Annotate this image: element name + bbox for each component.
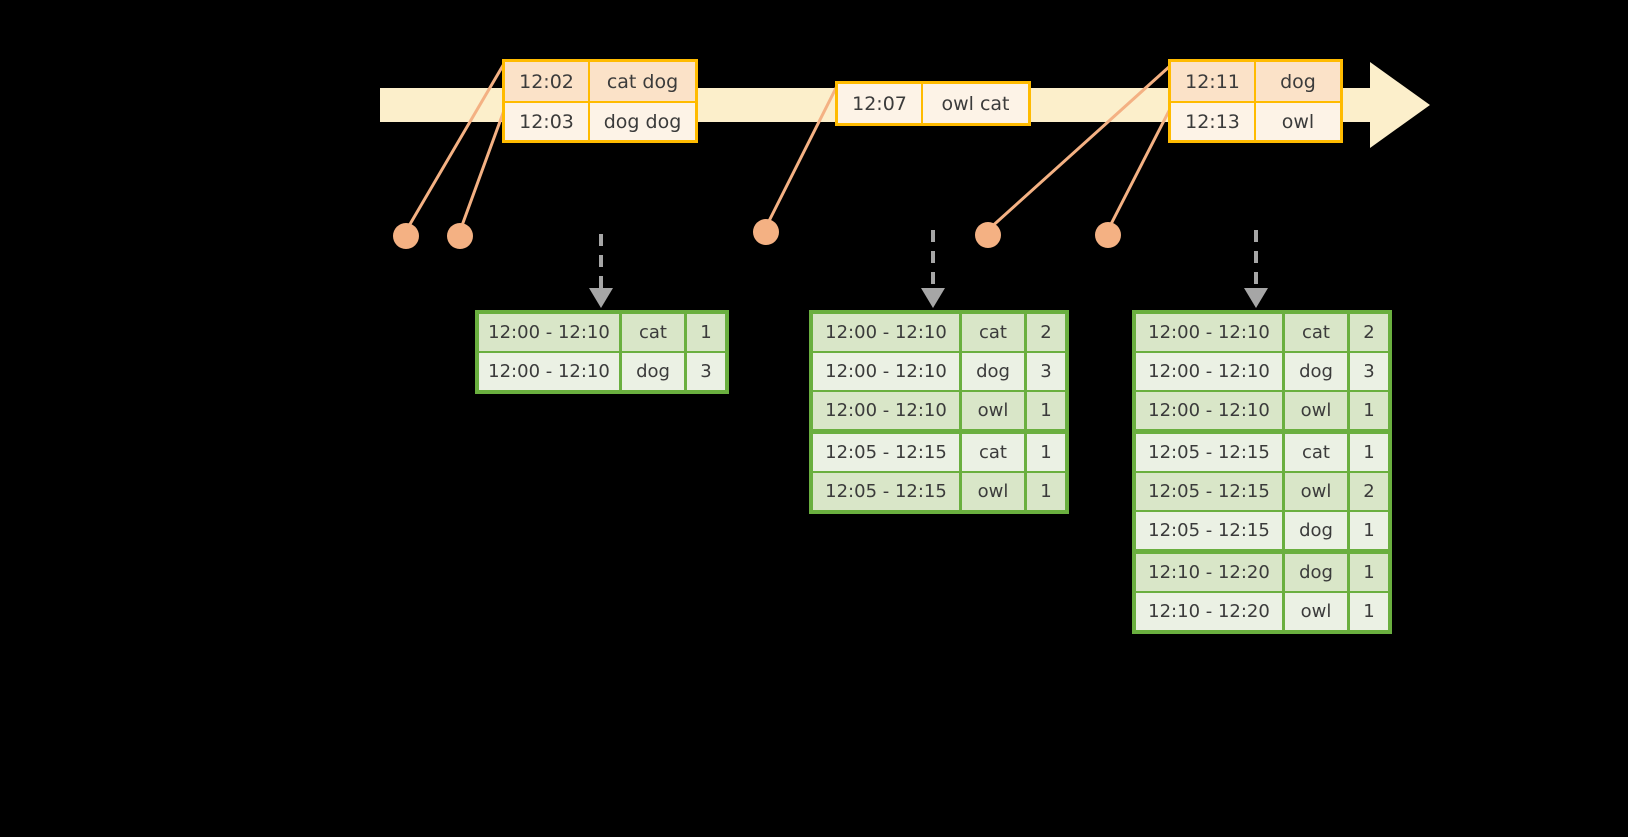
count-cell: 3 (1027, 353, 1065, 390)
count-cell: 1 (1350, 554, 1388, 591)
key-cell: owl (1285, 392, 1347, 429)
event-group-1[interactable]: 12:02 cat dog 12:03 dog dog (502, 59, 698, 143)
event-row[interactable]: 12:07 owl cat (838, 84, 1028, 123)
table-row[interactable]: 12:00 - 12:10 dog 3 (813, 353, 1065, 390)
window-cell: 12:05 - 12:15 (1136, 434, 1282, 471)
emit-arrow-3 (1244, 230, 1268, 308)
table-row[interactable]: 12:00 - 12:10 cat 1 (479, 314, 725, 351)
processing-dots (393, 219, 1121, 249)
window-cell: 12:00 - 12:10 (479, 353, 619, 390)
connector-line-3 (764, 82, 840, 229)
event-words: owl (1281, 110, 1315, 133)
window-cell: 12:00 - 12:10 (813, 314, 959, 351)
table-row[interactable]: 12:00 - 12:10 owl 1 (813, 392, 1065, 429)
table-row[interactable]: 12:00 - 12:10 dog 3 (1136, 353, 1388, 390)
event-words: dog dog (603, 110, 682, 133)
count-cell: 2 (1027, 314, 1065, 351)
table-row[interactable]: 12:10 - 12:20 dog 1 (1136, 554, 1388, 591)
key-cell: owl (962, 392, 1024, 429)
table-row[interactable]: 12:05 - 12:15 cat 1 (813, 434, 1065, 471)
key-cell: owl (1285, 593, 1347, 630)
key-cell: cat (622, 314, 684, 351)
event-time: 12:07 (838, 84, 923, 123)
table-row[interactable]: 12:05 - 12:15 owl 1 (813, 473, 1065, 510)
window-cell: 12:00 - 12:10 (813, 392, 959, 429)
count-cell: 1 (1027, 473, 1065, 510)
table-row[interactable]: 12:05 - 12:15 dog 1 (1136, 512, 1388, 549)
key-cell: owl (962, 473, 1024, 510)
window-cell: 12:00 - 12:10 (1136, 392, 1282, 429)
key-cell: owl (1285, 473, 1347, 510)
key-cell: cat (962, 434, 1024, 471)
event-row[interactable]: 12:13 owl (1171, 101, 1340, 140)
key-cell: cat (1285, 314, 1347, 351)
connector-line-5 (1106, 103, 1174, 232)
count-cell: 1 (1350, 434, 1388, 471)
key-cell: dog (622, 353, 684, 390)
window-cell: 12:00 - 12:10 (813, 353, 959, 390)
key-cell: dog (1285, 353, 1347, 390)
table-row[interactable]: 12:05 - 12:15 owl 2 (1136, 473, 1388, 510)
count-cell: 1 (1350, 593, 1388, 630)
event-words: owl cat (941, 92, 1010, 115)
connector-line-1 (404, 60, 507, 233)
count-cell: 2 (1350, 473, 1388, 510)
window-cell: 12:00 - 12:10 (1136, 353, 1282, 390)
emit-arrow-1 (589, 234, 613, 308)
processing-dot-1 (393, 223, 419, 249)
event-group-3[interactable]: 12:11 dog 12:13 owl (1168, 59, 1343, 143)
table-row[interactable]: 12:00 - 12:10 owl 1 (1136, 392, 1388, 429)
count-cell: 1 (1027, 392, 1065, 429)
processing-dot-3 (753, 219, 779, 245)
window-cell: 12:05 - 12:15 (813, 434, 959, 471)
event-row[interactable]: 12:03 dog dog (505, 101, 695, 140)
event-words: cat dog (606, 70, 679, 93)
window-cell: 12:05 - 12:15 (1136, 473, 1282, 510)
event-group-2[interactable]: 12:07 owl cat (835, 81, 1031, 126)
window-cell: 12:05 - 12:15 (1136, 512, 1282, 549)
result-table-2[interactable]: 12:00 - 12:10 cat 2 12:00 - 12:10 dog 3 … (809, 310, 1069, 514)
window-cell: 12:05 - 12:15 (813, 473, 959, 510)
connector-line-2 (458, 103, 508, 233)
key-cell: dog (1285, 512, 1347, 549)
event-time: 12:03 (505, 103, 590, 140)
event-row[interactable]: 12:11 dog (1171, 62, 1340, 101)
count-cell: 1 (1027, 434, 1065, 471)
result-table-1[interactable]: 12:00 - 12:10 cat 1 12:00 - 12:10 dog 3 (475, 310, 729, 394)
count-cell: 1 (687, 314, 725, 351)
table-row[interactable]: 12:00 - 12:10 cat 2 (1136, 314, 1388, 351)
table-row[interactable]: 12:00 - 12:10 cat 2 (813, 314, 1065, 351)
event-time: 12:02 (505, 62, 590, 101)
table-row[interactable]: 12:05 - 12:15 cat 1 (1136, 434, 1388, 471)
count-cell: 3 (687, 353, 725, 390)
table-row[interactable]: 12:10 - 12:20 owl 1 (1136, 593, 1388, 630)
count-cell: 1 (1350, 512, 1388, 549)
result-table-3[interactable]: 12:00 - 12:10 cat 2 12:00 - 12:10 dog 3 … (1132, 310, 1392, 634)
emit-arrows (589, 230, 1268, 308)
event-words: dog (1280, 70, 1316, 93)
count-cell: 1 (1350, 392, 1388, 429)
key-cell: cat (962, 314, 1024, 351)
window-cell: 12:00 - 12:10 (1136, 314, 1282, 351)
key-cell: dog (962, 353, 1024, 390)
event-time: 12:11 (1171, 62, 1256, 101)
processing-dot-2 (447, 223, 473, 249)
emit-arrow-2 (921, 230, 945, 308)
key-cell: dog (1285, 554, 1347, 591)
processing-dot-4 (975, 222, 1001, 248)
event-row[interactable]: 12:02 cat dog (505, 62, 695, 101)
table-row[interactable]: 12:00 - 12:10 dog 3 (479, 353, 725, 390)
window-cell: 12:10 - 12:20 (1136, 554, 1282, 591)
key-cell: cat (1285, 434, 1347, 471)
event-time: 12:13 (1171, 103, 1256, 140)
count-cell: 2 (1350, 314, 1388, 351)
window-cell: 12:00 - 12:10 (479, 314, 619, 351)
processing-dot-5 (1095, 222, 1121, 248)
count-cell: 3 (1350, 353, 1388, 390)
window-cell: 12:10 - 12:20 (1136, 593, 1282, 630)
